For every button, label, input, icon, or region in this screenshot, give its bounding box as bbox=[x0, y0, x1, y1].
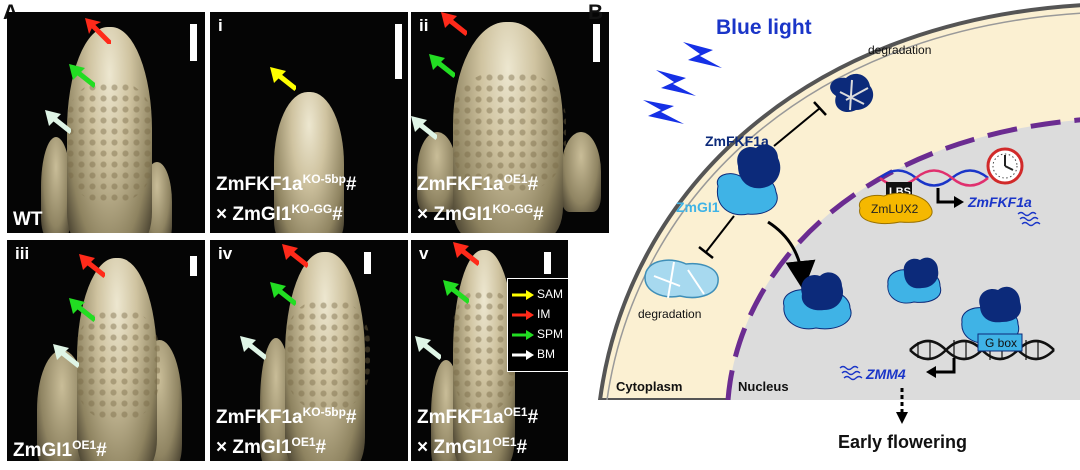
scale-bar bbox=[190, 24, 197, 61]
early-flowering-label: Early flowering bbox=[838, 432, 967, 452]
genotype-label: WT bbox=[13, 209, 43, 230]
zmfkf1a-protein-label: ZmFKF1a bbox=[705, 133, 769, 149]
micrograph-wt: WT bbox=[7, 12, 205, 233]
spm-arrow-icon bbox=[69, 64, 95, 88]
degradation-label-top: degradation bbox=[868, 43, 931, 57]
tile-numeral: ii bbox=[419, 16, 429, 35]
zmlux2-protein-icon bbox=[858, 192, 933, 224]
zmfkf1a-gene-label: ZmFKF1a bbox=[967, 194, 1032, 210]
degraded-protein-icon bbox=[830, 73, 874, 113]
spm-arrow-icon bbox=[429, 54, 455, 78]
tile-numeral: v bbox=[419, 244, 429, 263]
arrow-icon bbox=[512, 290, 534, 300]
micrograph-iii: iii ZmGI1OE1# bbox=[7, 240, 205, 461]
scale-bar bbox=[190, 256, 197, 276]
clock-icon bbox=[986, 147, 1024, 185]
zmlux2-label: ZmLUX2 bbox=[871, 202, 919, 216]
im-arrow-icon bbox=[453, 242, 479, 266]
arrow-icon bbox=[512, 310, 534, 320]
bm-arrow-icon bbox=[45, 110, 71, 134]
legend-item: IM bbox=[512, 307, 568, 323]
genotype-label: ZmGI1OE1# bbox=[13, 438, 107, 461]
genotype-label: ZmFKF1aOE1# × ZmGI1OE1# bbox=[417, 405, 539, 458]
micrograph-ii: ii ZmFKF1aOE1# × ZmGI1KO-GG# bbox=[411, 12, 609, 233]
tile-numeral: iv bbox=[218, 244, 233, 263]
signaling-diagram: Blue light degradation ZmFKF1a ZmGI1 deg… bbox=[597, 3, 1080, 452]
bm-arrow-icon bbox=[53, 344, 79, 368]
panel-b-letter: B bbox=[588, 1, 604, 24]
zmm4-gene-label: ZMM4 bbox=[865, 366, 906, 382]
arrow-icon bbox=[512, 350, 534, 360]
im-arrow-icon bbox=[79, 254, 105, 278]
sam-arrow-icon bbox=[270, 67, 296, 91]
legend-item: SPM bbox=[512, 327, 568, 343]
genotype-label: ZmFKF1aKO-5bp# × ZmGI1KO-GG# bbox=[216, 172, 357, 225]
arrow-icon bbox=[512, 330, 534, 340]
blue-light-label: Blue light bbox=[716, 16, 812, 39]
spm-arrow-icon bbox=[69, 298, 95, 322]
degradation-label-left: degradation bbox=[638, 307, 701, 321]
micrograph-iv: iv ZmFKF1aKO-5bp# × ZmGI1OE1# bbox=[210, 240, 408, 461]
zmgi1-protein-label: ZmGI1 bbox=[676, 199, 720, 215]
micrograph-i: i ZmFKF1aKO-5bp# × ZmGI1KO-GG# bbox=[210, 12, 408, 233]
cytoplasm-label: Cytoplasm bbox=[616, 379, 682, 394]
arrow-legend: SAM IM SPM BM bbox=[507, 278, 569, 372]
protein-complex-icon bbox=[887, 257, 942, 304]
bm-arrow-icon bbox=[411, 116, 437, 140]
tile-numeral: iii bbox=[15, 244, 30, 263]
legend-item: BM bbox=[512, 347, 568, 363]
degraded-protein-icon bbox=[644, 259, 719, 299]
im-arrow-icon bbox=[441, 12, 467, 36]
lightning-icon bbox=[643, 42, 722, 124]
scale-bar bbox=[593, 24, 600, 62]
zmfkf1a-protein-icon bbox=[737, 144, 781, 189]
genotype-label: ZmFKF1aOE1# × ZmGI1KO-GG# bbox=[417, 172, 544, 225]
bm-arrow-icon bbox=[240, 336, 266, 360]
mrna-icon bbox=[839, 365, 863, 381]
genotype-label: ZmFKF1aKO-5bp# × ZmGI1OE1# bbox=[216, 405, 357, 458]
g-box bbox=[977, 333, 1023, 352]
im-arrow-icon bbox=[282, 244, 308, 268]
scale-bar bbox=[544, 252, 551, 274]
nuclear-envelope bbox=[725, 117, 1080, 400]
nucleus-label: Nucleus bbox=[738, 379, 789, 394]
tile-numeral: i bbox=[218, 16, 223, 35]
bm-arrow-icon bbox=[415, 336, 441, 360]
legend-item: SAM bbox=[512, 287, 568, 303]
scale-bar bbox=[395, 24, 402, 79]
scale-bar bbox=[364, 252, 371, 274]
im-arrow-icon bbox=[85, 18, 111, 44]
g-box-label: G box bbox=[985, 336, 1017, 350]
spm-arrow-icon bbox=[443, 280, 469, 304]
protein-complex-icon bbox=[783, 272, 852, 330]
spm-arrow-icon bbox=[270, 282, 296, 306]
mrna-icon bbox=[1017, 211, 1041, 227]
